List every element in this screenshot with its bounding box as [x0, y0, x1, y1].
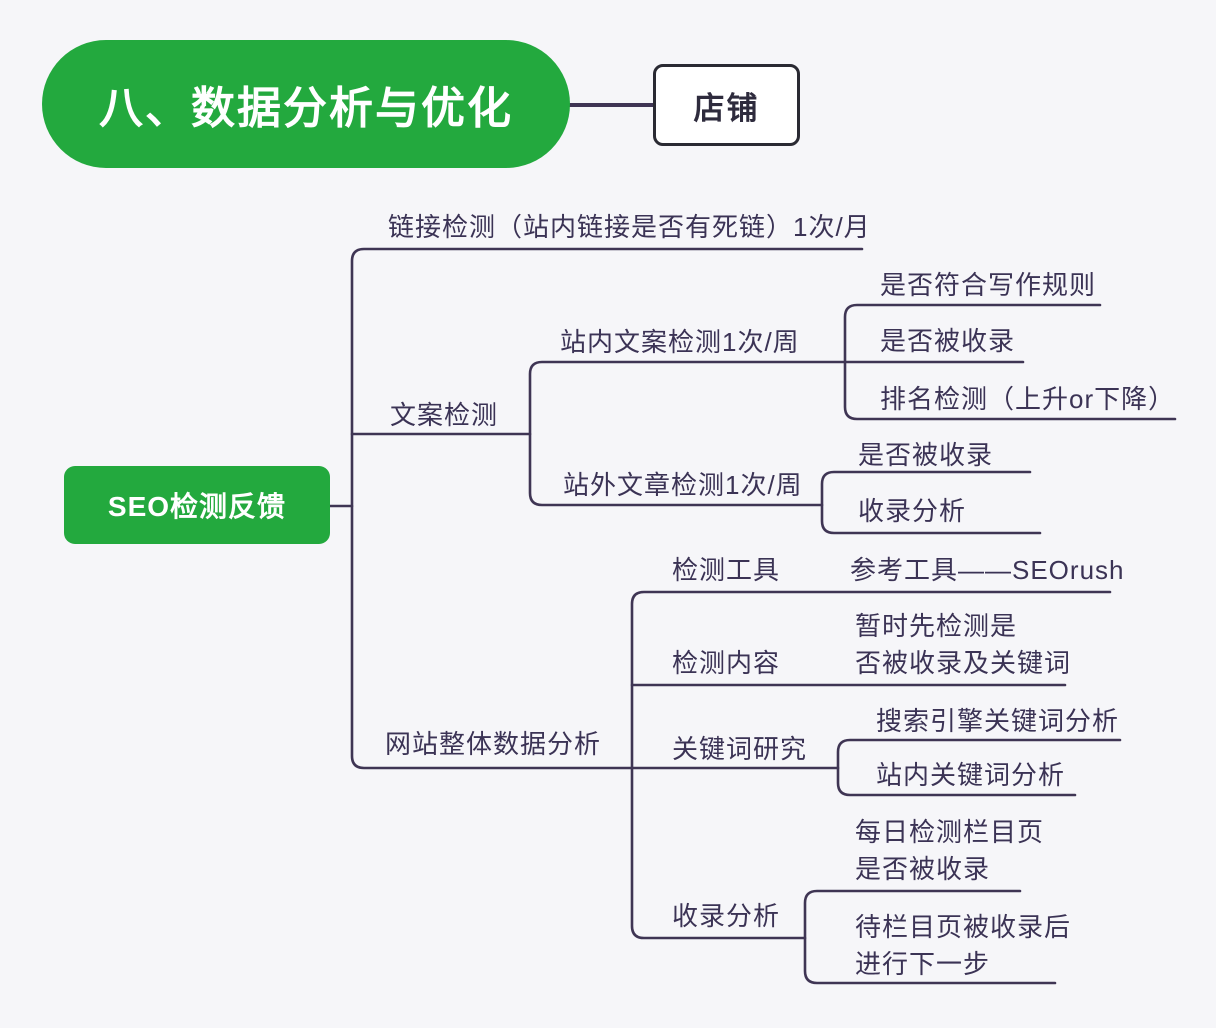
leaf-search-engine-keyword[interactable]: 搜索引擎关键词分析: [876, 706, 1120, 736]
node-link-check[interactable]: 链接检测（站内链接是否有死链）1次/月: [388, 212, 871, 242]
leaf-daily-column-check[interactable]: 每日检测栏目页 是否被收录: [855, 817, 1045, 884]
edge-copy-children: [528, 360, 847, 507]
shop-label: 店铺: [693, 90, 760, 126]
node-check-content-value[interactable]: 暂时先检测是 否被收录及关键词: [855, 611, 1072, 678]
leaf-after-indexed[interactable]: 待栏目页被收录后 进行下一步: [855, 912, 1072, 979]
root-node[interactable]: SEO检测反馈: [64, 466, 330, 544]
node-index-analysis[interactable]: 收录分析: [672, 901, 781, 931]
node-keyword-research[interactable]: 关键词研究: [672, 734, 808, 764]
node-onsite-copy-check[interactable]: 站内文案检测1次/周: [560, 327, 800, 357]
root-label: SEO检测反馈: [107, 491, 287, 522]
leaf-indexed-onsite[interactable]: 是否被收录: [880, 326, 1016, 356]
leaf-index-analysis-offsite[interactable]: 收录分析: [858, 496, 967, 526]
title-node[interactable]: 八、数据分析与优化: [42, 40, 570, 168]
edge-keyword-bracket: [836, 738, 1122, 797]
leaf-indexed-offsite[interactable]: 是否被收录: [858, 440, 994, 470]
edge-index-bracket: [803, 889, 1057, 985]
node-check-tool-value[interactable]: 参考工具——SEOrush: [850, 555, 1125, 585]
leaf-ranking-check[interactable]: 排名检测（上升or下降）: [880, 384, 1176, 414]
node-check-tool[interactable]: 检测工具: [672, 555, 781, 585]
shop-node[interactable]: 店铺: [653, 64, 800, 146]
edge-sitedata-children: [630, 590, 1112, 940]
leaf-writing-rules[interactable]: 是否符合写作规则: [880, 270, 1097, 300]
leaf-onsite-keyword[interactable]: 站内关键词分析: [876, 760, 1066, 790]
edge-offsite-bracket: [820, 470, 1042, 535]
edge-main-spine: [350, 247, 864, 770]
node-site-data-analysis[interactable]: 网站整体数据分析: [385, 729, 602, 759]
node-check-content[interactable]: 检测内容: [672, 648, 781, 678]
node-offsite-article-check[interactable]: 站外文章检测1次/周: [563, 470, 803, 500]
node-copy-check[interactable]: 文案检测: [390, 400, 499, 430]
title-label: 八、数据分析与优化: [99, 84, 513, 133]
